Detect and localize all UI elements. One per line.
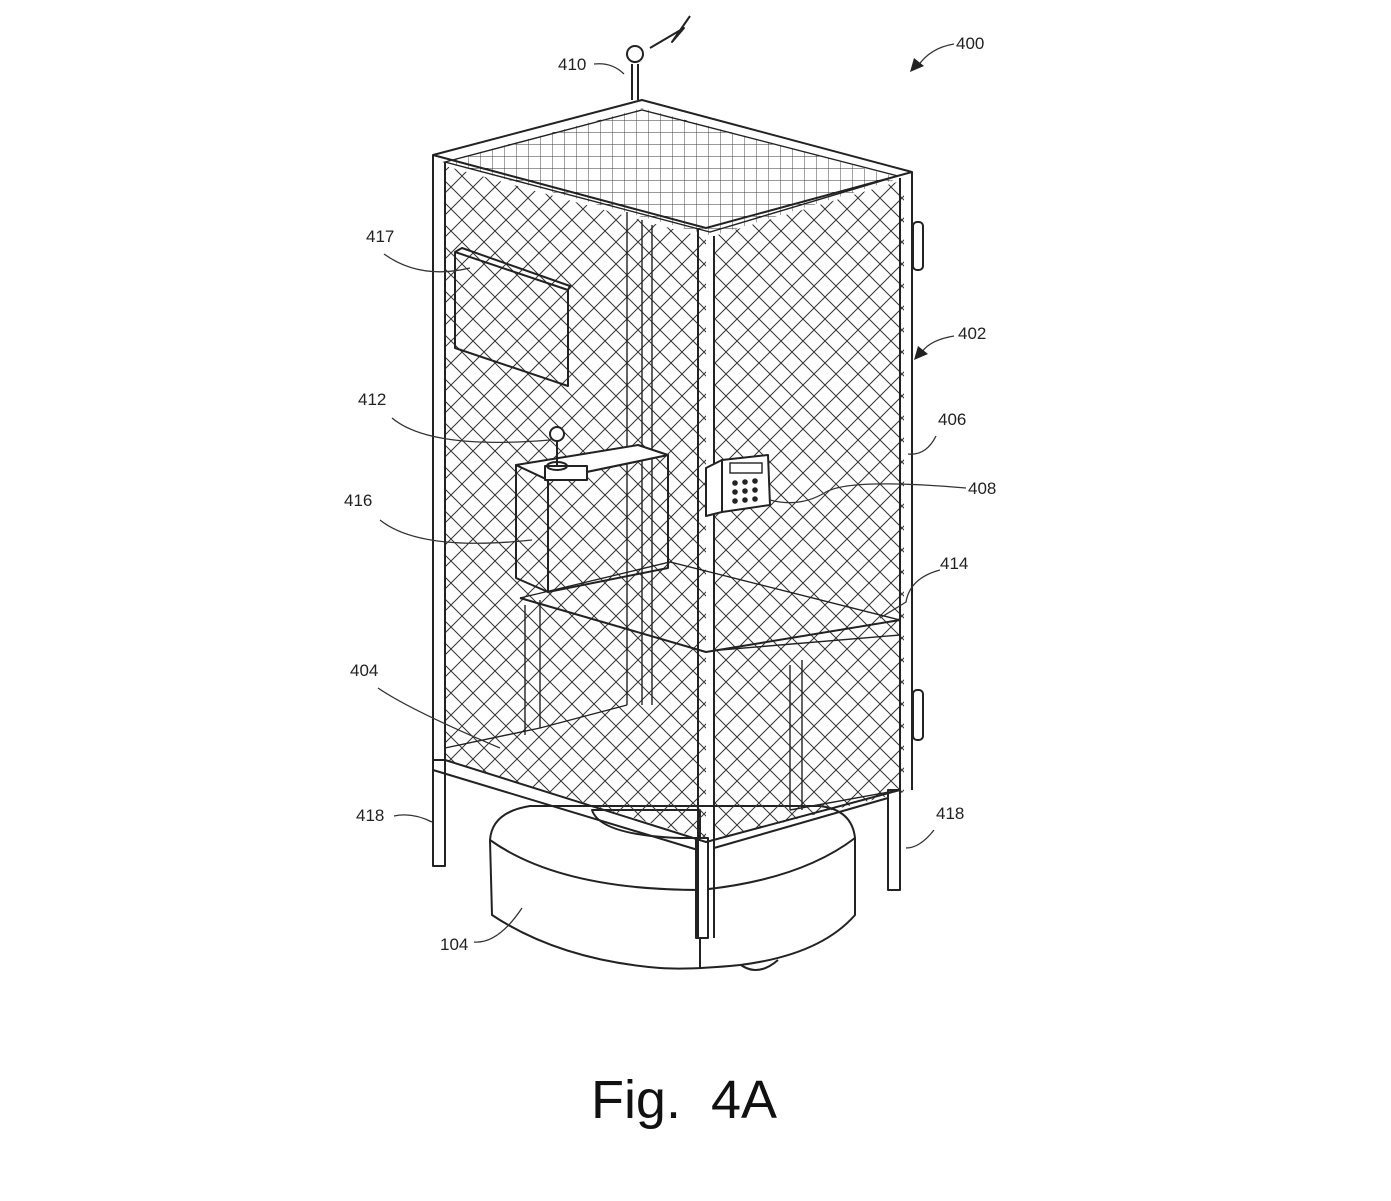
leader-lines — [377, 63, 967, 943]
enclosure — [432, 99, 924, 938]
label-410: 410 — [558, 55, 586, 74]
label-404: 404 — [350, 661, 378, 680]
arrow-402 — [914, 335, 955, 360]
wireless-signal-icon — [649, 15, 691, 49]
leg-front-left — [432, 759, 446, 867]
label-416: 416 — [344, 491, 372, 510]
figure-caption: Fig. 4A — [591, 1070, 777, 1130]
actuator-knob — [544, 426, 588, 481]
hinge-upper — [912, 221, 924, 271]
arrow-400 — [910, 43, 955, 72]
label-418-right: 418 — [936, 804, 964, 823]
reference-labels: 400 410 417 402 412 406 408 416 414 404 … — [344, 34, 996, 954]
label-414: 414 — [940, 554, 968, 573]
label-417: 417 — [366, 227, 394, 246]
panel-417 — [454, 247, 571, 387]
label-104: 104 — [440, 935, 468, 954]
keypad — [705, 454, 771, 517]
antenna — [626, 15, 691, 100]
label-406: 406 — [938, 410, 966, 429]
label-412: 412 — [358, 390, 386, 409]
label-418-left: 418 — [356, 806, 384, 825]
label-402: 402 — [958, 324, 986, 343]
label-408: 408 — [968, 479, 996, 498]
leg-right — [887, 789, 901, 891]
label-400: 400 — [956, 34, 984, 53]
container-416 — [515, 426, 669, 593]
hinge-lower — [912, 689, 924, 741]
